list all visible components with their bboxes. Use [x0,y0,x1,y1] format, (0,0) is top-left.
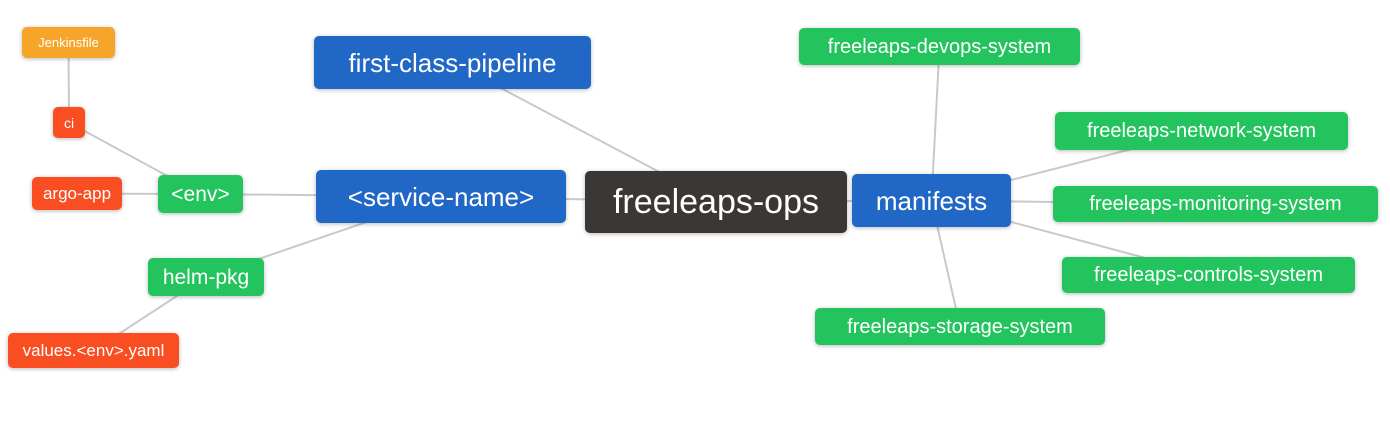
node-label: ci [63,114,75,131]
node-label: <service-name> [347,181,535,212]
node-label: freeleaps-controls-system [1094,264,1323,286]
mindmap-node-jenkinsfile[interactable]: Jenkinsfile [22,27,115,58]
mindmap-node-freeleaps-devops-system[interactable]: freeleaps-devops-system [799,28,1080,65]
mindmap-node-freeleaps-monitoring-system[interactable]: freeleaps-monitoring-system [1053,186,1378,222]
node-label: first-class-pipeline [348,47,557,78]
mindmap-node-env[interactable]: <env> [158,175,243,213]
node-label: Jenkinsfile [38,35,99,50]
node-label: helm-pkg [162,265,250,289]
node-label: freeleaps-monitoring-system [1089,193,1342,215]
mindmap-node-freeleaps-network-system[interactable]: freeleaps-network-system [1055,112,1348,150]
mindmap-node-service-name[interactable]: <service-name> [316,170,566,223]
node-label: <env> [171,182,230,206]
node-label: freeleaps-ops [612,183,819,221]
node-label: freeleaps-devops-system [827,35,1052,58]
mindmap-node-ci[interactable]: ci [53,107,85,138]
mindmap-node-first-class-pipeline[interactable]: first-class-pipeline [314,36,591,89]
mindmap-node-freeleaps-ops[interactable]: freeleaps-ops [585,171,847,233]
node-label: manifests [875,185,988,216]
node-label: freeleaps-network-system [1087,120,1316,142]
mindmap-node-freeleaps-controls-system[interactable]: freeleaps-controls-system [1062,257,1355,293]
node-label: argo-app [42,184,112,203]
mindmap-node-argo-app[interactable]: argo-app [32,177,122,210]
node-label: values.<env>.yaml [22,341,165,360]
mindmap-node-values-env-yaml[interactable]: values.<env>.yaml [8,333,179,368]
node-label: freeleaps-storage-system [847,315,1073,338]
mindmap-node-freeleaps-storage-system[interactable]: freeleaps-storage-system [815,308,1105,345]
mindmap-node-helm-pkg[interactable]: helm-pkg [148,258,264,296]
mindmap-node-manifests[interactable]: manifests [852,174,1011,227]
